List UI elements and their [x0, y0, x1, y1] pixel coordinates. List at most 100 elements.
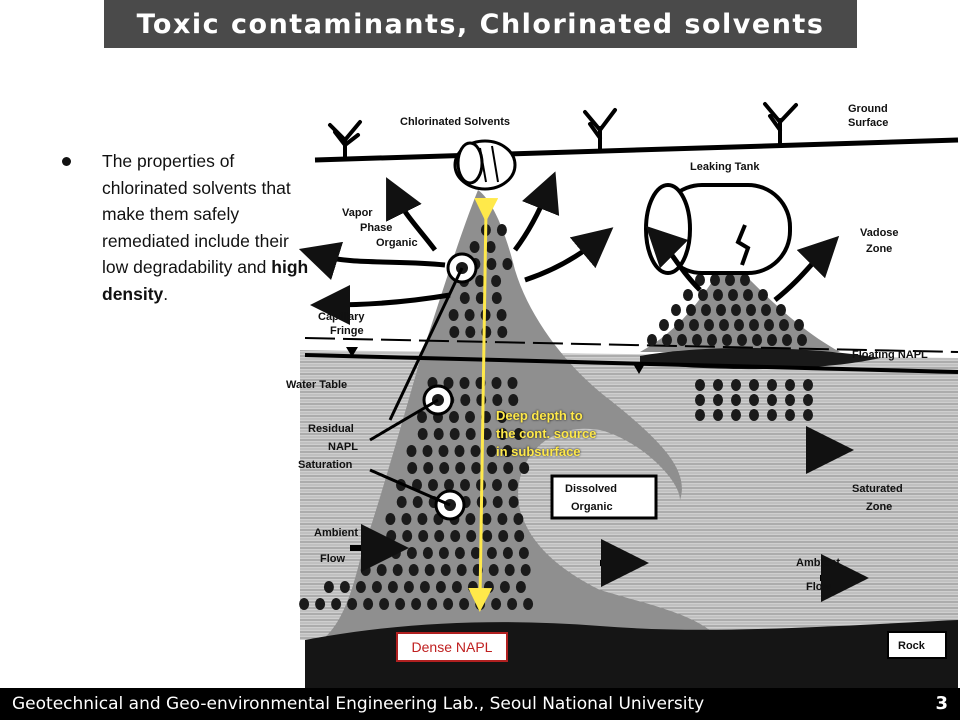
label-vapor-phase: Phase: [360, 222, 392, 234]
capillary-fringe-line: [304, 337, 959, 353]
napl-droplet: [418, 530, 429, 542]
napl-droplet: [448, 309, 459, 321]
napl-droplet: [331, 598, 342, 610]
water-table-marker-icon: [346, 347, 358, 357]
napl-droplet: [411, 598, 422, 610]
napl-droplet: [749, 319, 759, 331]
leader-lines: [369, 267, 464, 507]
label-ambient-flow-right: Ambient: [796, 557, 840, 569]
napl-droplet: [401, 513, 412, 525]
napl-droplet: [471, 462, 482, 474]
napl-droplet: [713, 379, 723, 391]
napl-droplet: [433, 428, 444, 440]
napl-droplet: [443, 598, 454, 610]
napl-droplet: [403, 581, 414, 593]
napl-droplet: [339, 581, 350, 593]
napl-droplet: [797, 334, 807, 346]
dense-napl-label: Dense NAPL: [396, 632, 508, 662]
label-dissolved-organic: Organic: [571, 501, 613, 513]
dissolved-organic-box: [550, 474, 658, 520]
label-ground-surface: Ground: [848, 103, 888, 115]
napl-droplet: [508, 479, 518, 491]
napl-droplet: [785, 409, 795, 421]
bullet-text: The properties of chlorinated solvents t…: [102, 148, 317, 307]
napl-droplet: [299, 598, 310, 610]
napl-droplet: [454, 547, 465, 559]
napl-droplet: [371, 581, 382, 593]
napl-droplet: [451, 581, 462, 593]
napl-droplet: [422, 445, 433, 457]
napl-droplet: [491, 377, 502, 389]
label-ambient-flow-right: Flow: [806, 581, 831, 593]
napl-droplet: [428, 479, 438, 491]
napl-droplet: [749, 394, 759, 406]
napl-droplet: [731, 409, 741, 421]
bullet-text-end: .: [163, 283, 169, 304]
napl-droplet: [449, 326, 460, 338]
napl-droplet: [392, 564, 403, 576]
napl-droplet: [523, 598, 534, 610]
depth-arrow: [468, 197, 499, 612]
napl-droplet: [731, 394, 741, 406]
napl-droplet: [449, 411, 459, 423]
napl-droplet: [407, 462, 418, 474]
napl-droplet: [435, 581, 446, 593]
napl-droplet: [492, 479, 502, 491]
napl-droplet: [725, 274, 735, 286]
napl-droplet: [402, 530, 413, 542]
leaking-tank-icon: [644, 183, 792, 275]
napl-droplet: [467, 581, 478, 593]
napl-droplet: [513, 513, 524, 525]
napl-droplet: [440, 564, 451, 576]
napl-droplet: [427, 598, 438, 610]
napl-droplet: [408, 564, 419, 576]
napl-droplet: [497, 513, 508, 525]
napl-droplet: [454, 445, 465, 457]
napl-droplet: [492, 394, 503, 406]
label-ambient-flow-left: Flow: [320, 553, 345, 565]
napl-droplet: [443, 377, 454, 389]
napl-droplet: [514, 530, 525, 542]
napl-droplet: [507, 377, 518, 389]
napl-droplet: [713, 394, 723, 406]
napl-droplet: [496, 224, 507, 236]
napl-droplet: [647, 334, 657, 346]
label-water-table: Water Table: [286, 379, 347, 391]
napl-droplet: [752, 334, 762, 346]
napl-droplet: [449, 428, 460, 440]
napl-droplet: [485, 241, 496, 253]
napl-droplet: [481, 513, 492, 525]
napl-droplet: [713, 409, 723, 421]
label-residual-napl: Saturation: [298, 459, 353, 471]
napl-droplet: [396, 496, 407, 508]
napl-droplet: [488, 564, 499, 576]
napl-droplet: [387, 581, 398, 593]
napl-droplet: [695, 409, 705, 421]
napl-droplet: [519, 462, 530, 474]
napl-droplet: [492, 496, 503, 508]
napl-droplet: [513, 428, 524, 440]
bullet-text-plain: The properties of chlorinated solvents t…: [102, 151, 291, 277]
napl-droplet: [439, 462, 450, 474]
napl-droplet: [406, 445, 417, 457]
napl-droplet: [486, 547, 497, 559]
water-table-marker-icon: [632, 362, 646, 374]
depth-callout-line: the cont. source: [496, 426, 597, 441]
napl-droplet: [355, 581, 366, 593]
napl-droplet: [764, 319, 774, 331]
ground-surface-line: [314, 137, 959, 163]
slide-title: Toxic contaminants, Chlorinated solvents: [104, 0, 857, 48]
label-vapor-phase: Vapor: [342, 207, 373, 219]
napl-droplet: [456, 564, 467, 576]
page-number: 3: [935, 693, 948, 714]
napl-droplet: [785, 379, 795, 391]
napl-droplet: [497, 428, 508, 440]
napl-droplet: [683, 289, 693, 301]
napl-droplet: [518, 547, 529, 559]
label-ground-surface: Surface: [848, 117, 888, 129]
napl-droplet: [417, 513, 428, 525]
napl-droplet: [497, 326, 508, 338]
water-table-line: [304, 353, 959, 374]
napl-droplet: [503, 462, 514, 474]
napl-droplet: [662, 334, 672, 346]
